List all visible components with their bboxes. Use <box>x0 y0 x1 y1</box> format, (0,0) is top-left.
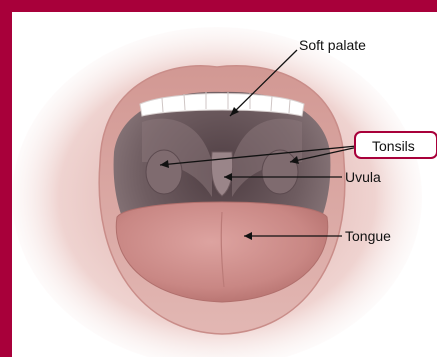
diagram-panel: Soft palate Tonsils Uvula Tongue <box>12 12 437 357</box>
left-tonsil <box>146 150 182 194</box>
tonsils-label: Tonsils <box>372 138 415 154</box>
soft-palate-label: Soft palate <box>299 37 366 53</box>
tongue-label: Tongue <box>345 228 391 244</box>
uvula-label: Uvula <box>345 169 381 185</box>
right-tonsil <box>262 150 298 194</box>
mouth-diagram: Soft palate Tonsils Uvula Tongue <box>12 12 437 357</box>
